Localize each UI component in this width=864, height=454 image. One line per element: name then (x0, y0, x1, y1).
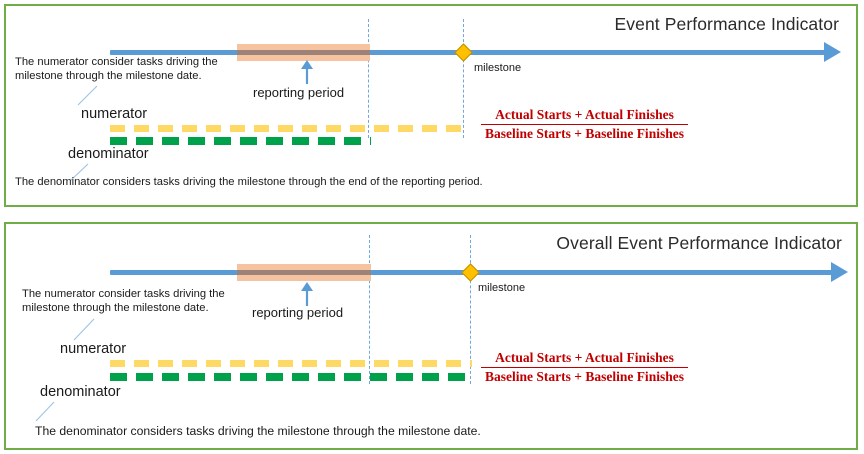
formula-numerator: Actual Starts + Actual Finishes (481, 107, 688, 125)
formula: Actual Starts + Actual Finishes Baseline… (481, 107, 688, 142)
denominator-leader-line (69, 163, 89, 182)
milestone-label: milestone (478, 282, 526, 294)
page-title: Event Performance Indicator (614, 14, 839, 34)
formula-denominator: Baseline Starts + Baseline Finishes (485, 126, 684, 141)
denominator-note: The denominator considers tasks driving … (15, 176, 483, 188)
reporting-period-label: reporting period (253, 85, 345, 100)
denominator-label: denominator (68, 146, 149, 162)
overall-event-performance-indicator-panel: Overall Event Performance Indicator repo… (4, 222, 858, 450)
reporting-period-arrow-icon (301, 60, 313, 84)
numerator-leader-line (77, 85, 98, 106)
numerator-label: numerator (60, 341, 127, 357)
formula-denominator: Baseline Starts + Baseline Finishes (485, 369, 684, 384)
milestone-guide (470, 235, 471, 384)
denominator-dash-bar (110, 373, 472, 381)
numerator-note: The numerator consider tasks driving the… (22, 288, 225, 314)
timeline-arrow-icon (831, 262, 848, 282)
milestone-label: milestone (474, 62, 522, 74)
denominator-label: denominator (40, 384, 121, 400)
milestone-guide (463, 19, 464, 138)
denominator-note: The denominator considers tasks driving … (35, 424, 481, 438)
numerator-label: numerator (81, 106, 148, 122)
reporting-period-end-guide (369, 235, 370, 384)
reporting-period-label: reporting period (252, 305, 344, 320)
denominator-leader-line (35, 401, 55, 422)
formula-numerator: Actual Starts + Actual Finishes (481, 350, 688, 368)
reporting-period-band (237, 264, 371, 281)
numerator-leader-line (73, 318, 95, 341)
numerator-dash-bar (110, 360, 472, 367)
page-title: Overall Event Performance Indicator (556, 233, 842, 253)
milestone-marker-icon (454, 43, 473, 62)
numerator-dash-bar (110, 125, 465, 132)
milestone-marker-icon (461, 263, 480, 282)
numerator-note: The numerator consider tasks driving the… (15, 56, 218, 82)
denominator-dash-bar (110, 137, 371, 145)
timeline-arrow-icon (824, 42, 841, 62)
reporting-period-arrow-icon (301, 282, 313, 306)
formula: Actual Starts + Actual Finishes Baseline… (481, 350, 688, 385)
event-performance-indicator-panel: Event Performance Indicator reporting pe… (4, 4, 858, 207)
reporting-period-band (237, 44, 370, 61)
reporting-period-end-guide (368, 19, 369, 138)
